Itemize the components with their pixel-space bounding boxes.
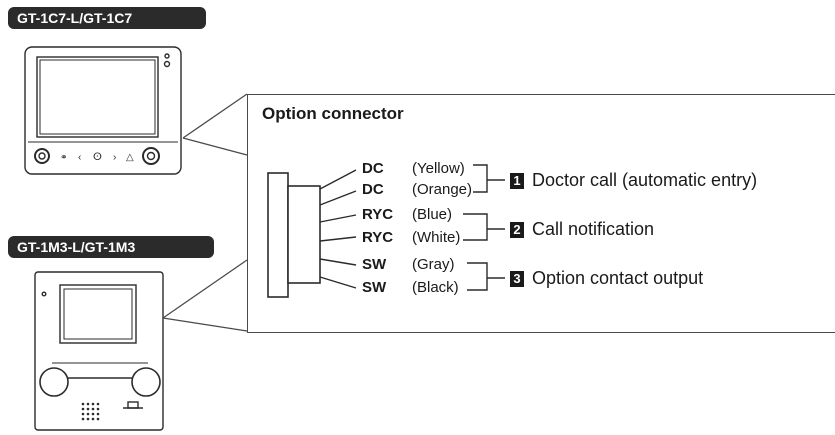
gt-1m3-device-illustration: [34, 271, 164, 431]
wire-dc-orange: DC (Orange): [362, 181, 472, 198]
wire-color: (Orange): [412, 181, 473, 198]
option-connector-panel: [247, 94, 835, 333]
group-label-text: Doctor call (automatic entry): [532, 170, 758, 190]
group-brackets: [463, 164, 505, 291]
wire-color: (White): [412, 229, 461, 246]
svg-text:⚭: ⚭: [60, 152, 68, 162]
wire-code: RYC: [362, 229, 394, 246]
group-label-text: Call notification: [532, 219, 655, 239]
svg-text:△: △: [126, 152, 134, 163]
wire-ryc-blue: RYC (Blue): [362, 206, 452, 223]
wire-code: SW: [362, 256, 387, 273]
svg-text:‹: ‹: [78, 152, 81, 163]
svg-text:ⵙ: ⵙ: [93, 152, 102, 163]
connector-body: [267, 172, 321, 298]
wire-color: (Yellow): [412, 160, 465, 177]
group-number-badge: 2: [510, 221, 524, 238]
wire-dc-yellow: DC (Yellow): [362, 160, 465, 177]
model-label-gt-1c7: GT-1C7-L/GT-1C7: [8, 7, 206, 29]
gt-1c7-device-illustration: ⚭ ‹ ⵙ › △: [24, 46, 182, 175]
wire-code: DC: [362, 181, 384, 198]
option-connector-title: Option connector: [262, 104, 404, 123]
svg-text:›: ›: [113, 152, 116, 163]
connector-wires: [319, 169, 357, 289]
wire-ryc-white: RYC (White): [362, 229, 460, 246]
group-label-text: Option contact output: [532, 268, 704, 288]
wire-color: (Blue): [412, 206, 453, 223]
wire-color: (Black): [412, 279, 459, 296]
group-doctor-call: 1 Doctor call (automatic entry): [510, 170, 757, 191]
wire-sw-gray: SW (Gray): [362, 256, 455, 273]
callout-lines: [162, 93, 248, 332]
wire-code: DC: [362, 160, 384, 177]
wire-sw-black: SW (Black): [362, 279, 459, 296]
group-call-notification: 2 Call notification: [510, 219, 654, 240]
group-number-badge: 3: [510, 270, 524, 287]
model-label-gt-1m3: GT-1M3-L/GT-1M3: [8, 236, 214, 258]
group-option-contact-output: 3 Option contact output: [510, 268, 703, 289]
wire-color: (Gray): [412, 256, 455, 273]
wire-code: SW: [362, 279, 387, 296]
group-number-badge: 1: [510, 172, 524, 189]
wire-code: RYC: [362, 206, 394, 223]
